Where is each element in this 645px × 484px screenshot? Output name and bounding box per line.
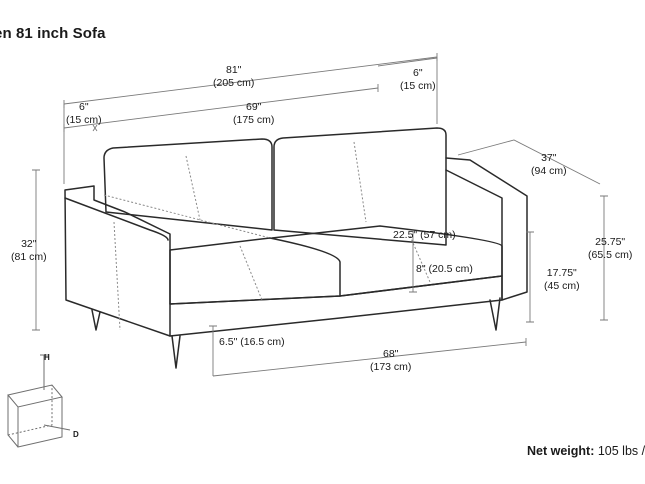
height-imperial: 32" xyxy=(21,238,37,250)
leg-front-right xyxy=(489,297,501,331)
product-title: en 81 inch Sofa xyxy=(0,25,106,42)
net-weight-value: 105 lbs / 4 xyxy=(597,444,645,458)
leg-height-label: 6.5" (16.5 cm) xyxy=(219,336,285,348)
leg-span-label: 68" (173 cm) xyxy=(370,348,411,373)
depth-imperial: 37" xyxy=(541,152,557,164)
leg-span-metric: (173 cm) xyxy=(370,360,412,373)
arm-left-label: 6" (15 cm) xyxy=(66,101,102,126)
seat-width-metric: (175 cm) xyxy=(233,113,275,126)
back-cushion-right xyxy=(273,127,447,246)
right-arm xyxy=(445,157,528,301)
arm-right-imperial: 6" xyxy=(413,67,423,79)
arm-height-label: 25.75" (65.5 cm) xyxy=(588,236,632,261)
seat-cushion-left xyxy=(169,237,341,305)
leg-front-left xyxy=(171,335,181,369)
arm-right-metric: (15 cm) xyxy=(400,79,436,92)
left-arm xyxy=(64,185,171,337)
seat-width-label: 69" (175 cm) xyxy=(233,101,274,126)
arm-height-imperial: 25.75" xyxy=(595,236,626,248)
seat-cushion-right xyxy=(271,225,503,297)
cushion-height-label: 8" (20.5 cm) xyxy=(416,263,473,275)
depth-label: 37" (94 cm) xyxy=(531,152,567,177)
sofa-base xyxy=(169,275,503,337)
seat-depth-label: 22.5" (57 cm) xyxy=(393,229,456,241)
arm-left-imperial: 6" xyxy=(79,101,89,113)
height-metric: (81 cm) xyxy=(11,250,47,263)
overall-width-label: 81" (205 cm) xyxy=(213,64,254,89)
seat-height-metric: (45 cm) xyxy=(544,279,580,292)
depth-axis-label: D xyxy=(73,430,79,439)
arm-left-metric: (15 cm) xyxy=(66,113,102,126)
depth-metric: (94 cm) xyxy=(531,164,567,177)
orientation-cube xyxy=(7,354,71,448)
left-arm-top xyxy=(64,197,169,241)
leg-span-imperial: 68" xyxy=(383,348,399,360)
arm-right-label: 6" (15 cm) xyxy=(400,67,436,92)
arm-height-metric: (65.5 cm) xyxy=(588,248,633,261)
leg-back-left xyxy=(91,309,101,331)
overall-width-metric: (205 cm) xyxy=(213,76,255,89)
back-cushion-left xyxy=(103,138,273,231)
seat-height-label: 17.75" (45 cm) xyxy=(544,267,580,292)
net-weight: Net weight: 105 lbs / 4 xyxy=(527,444,645,458)
seat-width-imperial: 69" xyxy=(246,101,262,113)
height-label: 32" (81 cm) xyxy=(11,238,47,263)
overall-width-imperial: 81" xyxy=(226,64,242,76)
height-axis-label: H xyxy=(44,353,50,362)
seat-height-imperial: 17.75" xyxy=(546,267,577,279)
net-weight-label: Net weight: xyxy=(527,444,595,458)
